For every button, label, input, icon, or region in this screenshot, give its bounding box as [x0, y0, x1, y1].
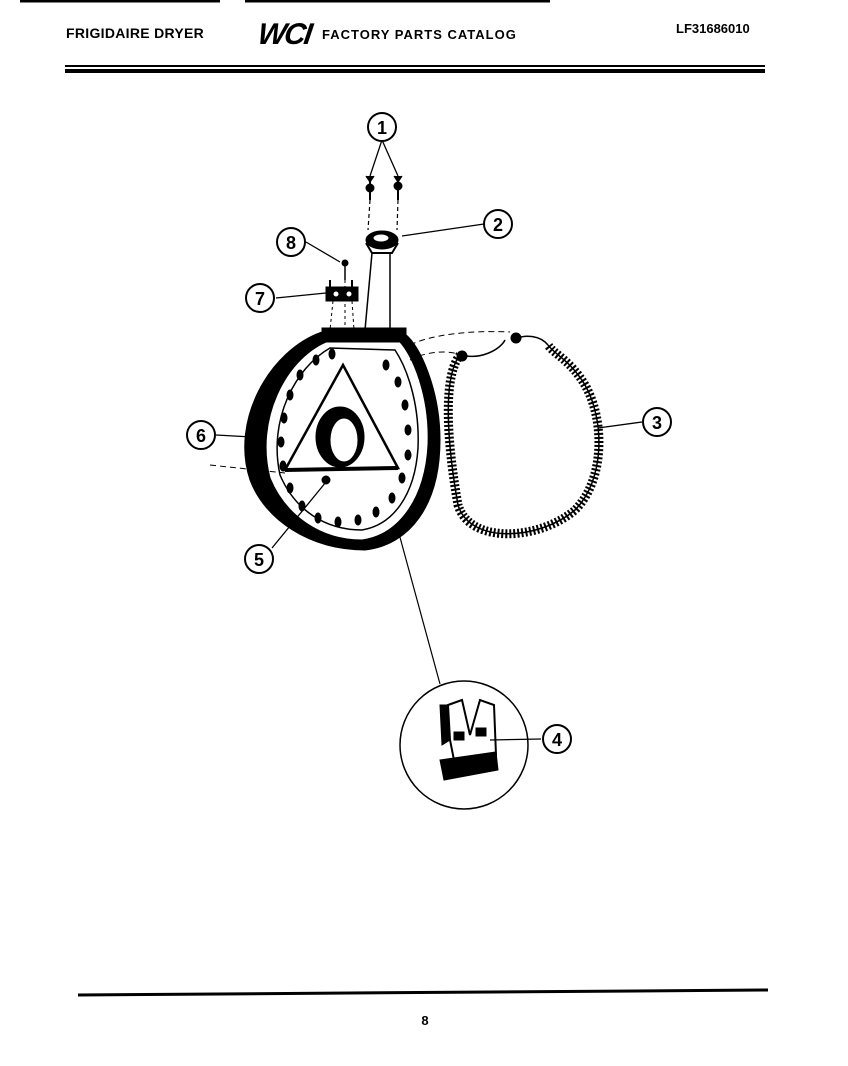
product-title: FRIGIDAIRE DRYER: [66, 25, 205, 41]
callout-8-label: 8: [286, 233, 296, 253]
heater-coil-part: [409, 331, 604, 539]
terminal-block-part: [325, 280, 359, 331]
catalog-title: FACTORY PARTS CATALOG: [322, 27, 517, 42]
callout-2-label: 2: [493, 215, 503, 235]
footer-rule: [77, 988, 769, 997]
heater-housing: [209, 327, 441, 551]
header-rule: [65, 65, 765, 73]
callout-4: 4: [542, 724, 572, 754]
callout-8: 8: [276, 227, 306, 257]
screws-part: [365, 180, 403, 231]
callout-7-label: 7: [255, 289, 265, 309]
callout-3: 3: [642, 407, 672, 437]
page-number: 8: [421, 1013, 429, 1028]
thermostat-part: [364, 230, 399, 331]
callout-4-label: 4: [552, 730, 562, 750]
callout-5: 5: [244, 544, 274, 574]
callout-1-label: 1: [377, 118, 387, 138]
leader-lines: [215, 139, 643, 741]
callout-6: 6: [186, 420, 216, 450]
model-number: LF31686010: [676, 21, 750, 36]
clip-detail: [397, 529, 529, 810]
callout-6-label: 6: [196, 426, 206, 446]
callout-3-label: 3: [652, 413, 662, 433]
callout-5-label: 5: [254, 550, 264, 570]
callout-1: 1: [367, 112, 397, 142]
callout-2: 2: [483, 209, 513, 239]
callout-7: 7: [245, 283, 275, 313]
